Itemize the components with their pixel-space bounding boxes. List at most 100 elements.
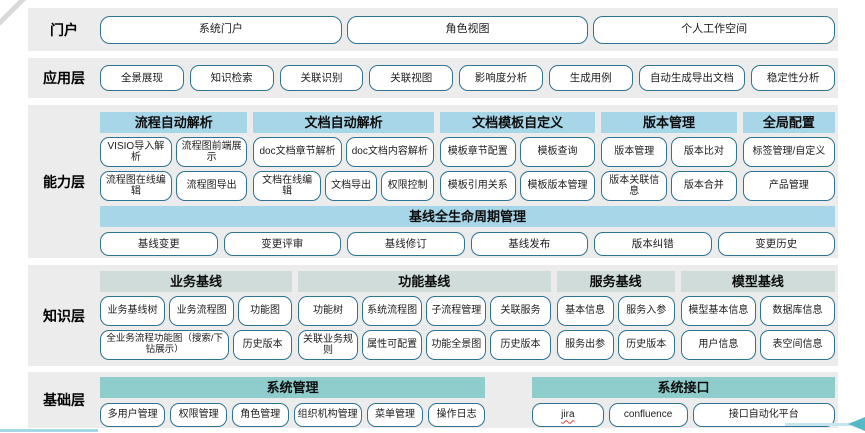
- interface-button[interactable]: jira: [532, 403, 604, 427]
- app-button[interactable]: 自动生成导出文档: [638, 65, 746, 91]
- knowledge-button[interactable]: 表空间信息: [759, 330, 836, 360]
- capability-layer-label: 能力层: [43, 173, 85, 190]
- group-process-parsing: 流程自动解析 VISIO导入解析 流程图前端展示 流程图在线编辑 流程图导出: [100, 112, 248, 201]
- knowledge-button[interactable]: 属性可配置: [362, 330, 423, 360]
- foundation-button[interactable]: 菜单管理: [366, 403, 424, 427]
- knowledge-button[interactable]: 子流程管理: [426, 296, 487, 326]
- portal-layer-band: 门户 系统门户 角色视图 个人工作空间: [28, 8, 838, 51]
- group-version-management: 版本管理 版本管理 版本比对 版本关联信息 版本合并: [601, 112, 737, 201]
- group-header-process-parsing: 流程自动解析: [100, 112, 248, 133]
- group-header-doc-parsing: 文档自动解析: [253, 112, 434, 133]
- foundation-button[interactable]: 角色管理: [231, 403, 289, 427]
- knowledge-button[interactable]: 用户信息: [680, 330, 756, 360]
- portal-button[interactable]: 系统门户: [100, 15, 342, 44]
- foundation-button[interactable]: 权限管理: [170, 403, 227, 427]
- knowledge-button[interactable]: 系统流程图: [362, 296, 423, 326]
- lifecycle-button[interactable]: 基线变更: [100, 232, 218, 256]
- portal-layer-label: 门户: [50, 21, 78, 38]
- bottom-arrow-shaft-decoration: [785, 423, 851, 426]
- capability-button[interactable]: 文档导出: [324, 171, 378, 201]
- knowledge-button[interactable]: 历史版本: [490, 330, 551, 360]
- group-header-global-config: 全局配置: [742, 112, 835, 133]
- foundation-layer-label: 基础层: [43, 392, 85, 408]
- app-button[interactable]: 关联视图: [369, 65, 454, 91]
- jira-label: jira: [561, 409, 575, 421]
- group-header-service-baseline: 服务基线: [556, 271, 675, 292]
- capability-button[interactable]: 模板引用关系: [439, 171, 516, 201]
- lifecycle-button[interactable]: 变更评审: [223, 232, 341, 256]
- capability-button[interactable]: 产品管理: [742, 171, 835, 201]
- foundation-button[interactable]: 多用户管理: [100, 403, 166, 427]
- knowledge-button[interactable]: 模型基本信息: [680, 296, 756, 326]
- capability-groups-row: 流程自动解析 VISIO导入解析 流程图前端展示 流程图在线编辑 流程图导出 文…: [100, 112, 835, 201]
- foundation-button[interactable]: 组织机构管理: [293, 403, 362, 427]
- knowledge-button[interactable]: 基本信息: [556, 296, 614, 326]
- capability-button[interactable]: 模板版本管理: [519, 171, 596, 201]
- knowledge-button[interactable]: 数据库信息: [759, 296, 836, 326]
- interface-button[interactable]: 接口自动化平台: [692, 403, 835, 427]
- knowledge-button[interactable]: 关联业务规则: [297, 330, 359, 360]
- knowledge-button[interactable]: 历史版本: [233, 330, 292, 360]
- capability-button[interactable]: VISIO导入解析: [100, 137, 172, 167]
- application-layer-label: 应用层: [43, 70, 85, 86]
- knowledge-button[interactable]: 业务流程图: [169, 296, 235, 326]
- lifecycle-button[interactable]: 基线修订: [347, 232, 465, 256]
- knowledge-button[interactable]: 历史版本: [617, 330, 675, 360]
- group-header-function-baseline: 功能基线: [297, 271, 551, 292]
- application-buttons-row: 全景展现 知识检索 关联识别 关联视图 影响度分析 生成用例 自动生成导出文档 …: [100, 65, 835, 91]
- capability-button[interactable]: 权限控制: [381, 171, 434, 201]
- group-system-interface: 系统接口 jira confluence 接口自动化平台: [532, 377, 835, 427]
- portal-button[interactable]: 个人工作空间: [593, 15, 836, 44]
- app-button[interactable]: 稳定性分析: [751, 65, 835, 91]
- group-business-baseline: 业务基线 业务基线树 业务流程图 功能图 全业务流程功能图（搜索/下钻展示） 历…: [100, 271, 292, 360]
- knowledge-button[interactable]: 功能树: [297, 296, 359, 326]
- group-system-management: 系统管理 多用户管理 权限管理 角色管理 组织机构管理 菜单管理 操作日志: [100, 377, 485, 427]
- group-model-baseline: 模型基线 模型基本信息 数据库信息 用户信息 表空间信息: [680, 271, 836, 360]
- lifecycle-buttons-row: 基线变更 变更评审 基线修订 基线发布 版本纠错 变更历史: [100, 232, 835, 256]
- application-layer-band: 应用层 全景展现 知识检索 关联识别 关联视图 影响度分析 生成用例 自动生成导…: [28, 58, 838, 98]
- lifecycle-button[interactable]: 版本纠错: [594, 232, 712, 256]
- capability-button[interactable]: 流程图前端展示: [175, 137, 248, 167]
- group-header-business-baseline: 业务基线: [100, 271, 292, 292]
- capability-button[interactable]: 版本关联信息: [601, 171, 668, 201]
- capability-button[interactable]: 模板章节配置: [439, 137, 516, 167]
- app-button[interactable]: 关联识别: [279, 65, 364, 91]
- app-button[interactable]: 知识检索: [189, 65, 274, 91]
- foundation-button[interactable]: 操作日志: [428, 403, 485, 427]
- group-header-model-baseline: 模型基线: [680, 271, 835, 292]
- knowledge-button[interactable]: 功能图: [238, 296, 292, 326]
- app-button[interactable]: 影响度分析: [459, 65, 543, 91]
- capability-button[interactable]: 版本管理: [601, 137, 668, 167]
- knowledge-button[interactable]: 服务入参: [617, 296, 675, 326]
- capability-button[interactable]: doc文档内容解析: [345, 137, 434, 167]
- knowledge-button[interactable]: 关联服务: [490, 296, 551, 326]
- knowledge-button[interactable]: 全业务流程功能图（搜索/下钻展示）: [100, 330, 230, 360]
- knowledge-button[interactable]: 服务出参: [556, 330, 614, 360]
- app-button[interactable]: 生成用例: [548, 65, 633, 91]
- capability-button[interactable]: 模板查询: [519, 137, 596, 167]
- group-header-doc-template: 文档模板自定义: [439, 112, 596, 133]
- knowledge-button[interactable]: 功能全景图: [426, 330, 487, 360]
- capability-button[interactable]: 版本合并: [671, 171, 737, 201]
- portal-buttons-row: 系统门户 角色视图 个人工作空间: [100, 15, 836, 44]
- knowledge-button[interactable]: 业务基线树: [100, 296, 166, 326]
- capability-button[interactable]: 标签管理/自定义: [742, 137, 835, 167]
- group-header-baseline-lifecycle: 基线全生命周期管理: [100, 206, 835, 227]
- capability-layer-band: 能力层 流程自动解析 VISIO导入解析 流程图前端展示 流程图在线编辑 流程图…: [28, 105, 838, 258]
- lifecycle-button[interactable]: 基线发布: [470, 232, 588, 256]
- capability-button[interactable]: 流程图导出: [175, 171, 248, 201]
- corner-decoration: [0, 0, 31, 27]
- lifecycle-button[interactable]: 变更历史: [717, 232, 835, 256]
- app-button[interactable]: 全景展现: [100, 65, 184, 91]
- knowledge-groups-row: 业务基线 业务基线树 业务流程图 功能图 全业务流程功能图（搜索/下钻展示） 历…: [100, 271, 836, 360]
- capability-button[interactable]: 文档在线编辑: [253, 171, 321, 201]
- group-doc-parsing: 文档自动解析 doc文档章节解析 doc文档内容解析 文档在线编辑 文档导出 权…: [253, 112, 434, 201]
- group-header-system-interface: 系统接口: [532, 377, 835, 398]
- group-service-baseline: 服务基线 基本信息 服务入参 服务出参 历史版本: [556, 271, 675, 360]
- capability-button[interactable]: 流程图在线编辑: [100, 171, 172, 201]
- portal-button[interactable]: 角色视图: [346, 15, 589, 44]
- interface-button[interactable]: confluence: [608, 403, 688, 427]
- capability-button[interactable]: doc文档章节解析: [253, 137, 342, 167]
- capability-button[interactable]: 版本比对: [671, 137, 737, 167]
